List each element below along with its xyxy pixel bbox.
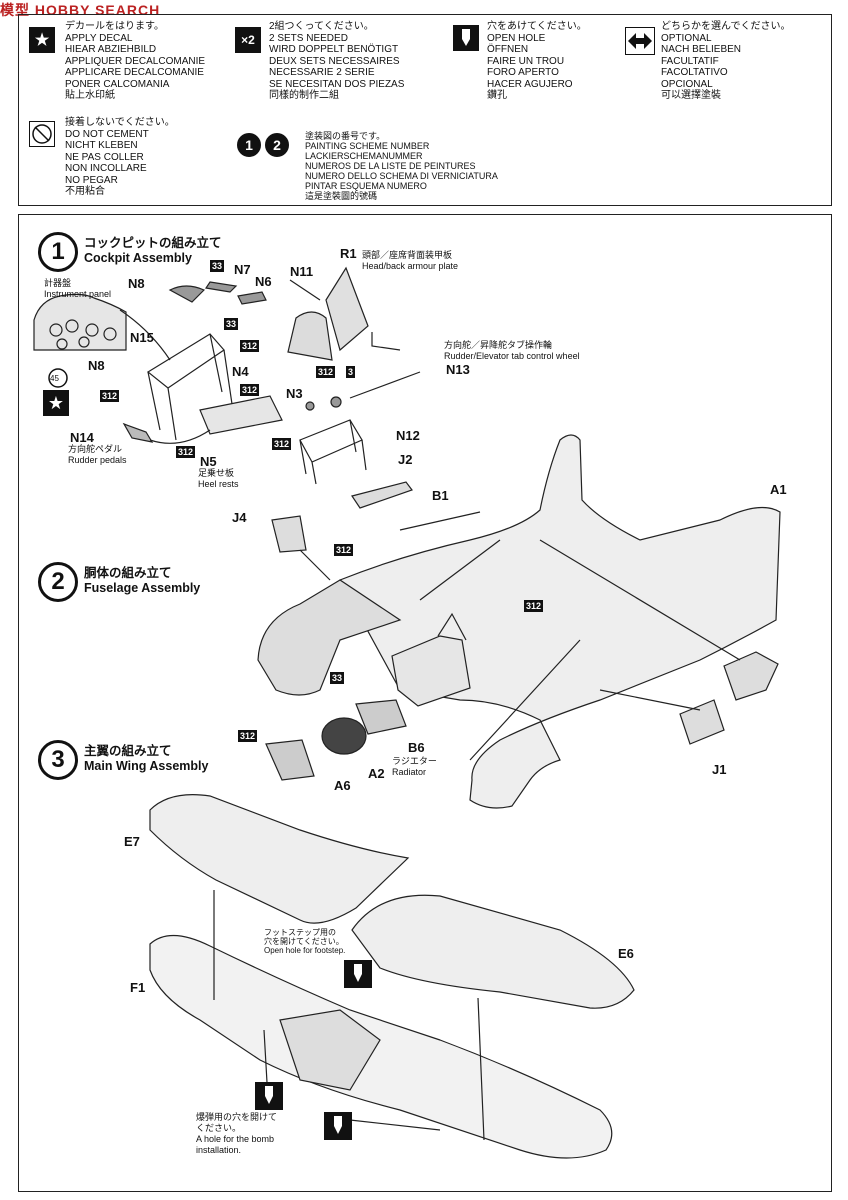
- paint-tag-312: 312: [272, 438, 292, 450]
- note-footstep: フットステップ用の 穴を開けてください。 Open hole for foots…: [264, 928, 346, 955]
- part-label-b6: B6: [408, 740, 425, 755]
- part-label-e7: E7: [124, 834, 140, 849]
- part-label-f1: F1: [130, 980, 146, 995]
- paint-tag-3: 3: [346, 366, 356, 378]
- legend-nocement-text: 接着しないでください。 DO NOT CEMENT NICHT KLEBEN N…: [65, 117, 175, 197]
- note-radiator: ラジエター Radiator: [392, 756, 437, 777]
- paint-tag-33: 33: [224, 318, 239, 330]
- assembly-panel: [18, 214, 832, 1192]
- part-label-e6: E6: [618, 946, 634, 961]
- part-label-n5: N5: [200, 454, 217, 469]
- legend-hole-text: 穴をあけてください。 OPEN HOLE ÖFFNEN FAIRE UN TRO…: [487, 21, 587, 101]
- paint-tag-33: 33: [330, 672, 345, 684]
- part-label-n14: N14: [70, 430, 94, 445]
- drill-hole-icon: [453, 25, 479, 51]
- note-rudder-pedals: 方向舵ペダル Rudder pedals: [68, 444, 127, 465]
- note-armour-plate: 頭部／座席背面装甲板 Head/back armour plate: [362, 250, 459, 271]
- note-bomb-hole: 爆弾用の穴を開けて ください。 A hole for the bomb inst…: [196, 1112, 278, 1155]
- part-label-a1: A1: [770, 482, 787, 497]
- paint-tag-312: 312: [238, 730, 258, 742]
- part-label-n8-panel: N8: [88, 358, 105, 373]
- no-cement-icon: [29, 121, 55, 147]
- paint-tag-312: 312: [176, 446, 196, 458]
- paint-tag-312: 312: [100, 390, 120, 402]
- legend-optional-text: どちらかを選んでください。 OPTIONAL NACH BELIEBEN FAC…: [661, 21, 791, 101]
- legend-scheme-text: 塗装図の番号です。 PAINTING SCHEME NUMBER LACKIER…: [305, 131, 498, 201]
- part-label-n3: N3: [286, 386, 303, 401]
- part-label-a6: A6: [334, 778, 351, 793]
- part-label-j2: J2: [398, 452, 413, 467]
- part-label-n13: N13: [446, 362, 470, 377]
- legend-decal-text: デカールをはります。 APPLY DECAL HIEAR ABZIEHBILD …: [65, 21, 206, 101]
- legend-box: ★ デカールをはります。 APPLY DECAL HIEAR ABZIEHBIL…: [18, 14, 832, 206]
- note-instrument-panel: 計器盤 Instrument panel: [44, 278, 112, 299]
- note-heel-rests: 足乗せ板 Heel rests: [198, 468, 239, 489]
- part-label-n8: N8: [128, 276, 145, 291]
- note-rudder-wheel: 方向舵／昇降舵タブ操作輪 Rudder/Elevator tab control…: [444, 340, 580, 361]
- part-label-n6: N6: [255, 274, 272, 289]
- part-label-n4: N4: [232, 364, 249, 379]
- step-1-number: 1: [38, 232, 78, 272]
- step-2-title: 胴体の組み立て Fuselage Assembly: [84, 566, 201, 595]
- paint-tag-312: 312: [334, 544, 354, 556]
- svg-text:★: ★: [48, 393, 64, 414]
- part-label-a2: A2: [368, 766, 385, 781]
- two-sets-icon: ×2: [235, 27, 261, 53]
- optional-arrows-icon: [625, 27, 655, 55]
- part-label-n7: N7: [234, 262, 251, 277]
- part-label-n15: N15: [130, 330, 154, 345]
- step-3-number: 3: [38, 740, 78, 780]
- paint-tag-312: 312: [524, 600, 544, 612]
- part-label-j4: J4: [232, 510, 247, 525]
- legend-sets-text: 2組つくってください。 2 SETS NEEDED WIRD DOPPELT B…: [269, 21, 405, 101]
- scheme-number-icon: 1 2: [237, 133, 293, 159]
- decal-45-label: 45: [50, 374, 59, 383]
- paint-tag-312: 312: [240, 384, 260, 396]
- step-2-number: 2: [38, 562, 78, 602]
- part-label-r1: R1: [340, 246, 357, 261]
- paint-tag-312: 312: [316, 366, 336, 378]
- part-label-b1: B1: [432, 488, 449, 503]
- step-3-title: 主翼の組み立て Main Wing Assembly: [84, 744, 209, 773]
- step-1-title: コックピットの組み立て Cockpit Assembly: [84, 236, 222, 265]
- star-decal-icon: ★: [29, 27, 55, 53]
- part-label-n11: N11: [290, 264, 314, 279]
- paint-tag-312: 312: [240, 340, 260, 352]
- part-label-j1: J1: [712, 762, 727, 777]
- part-label-n12: N12: [396, 428, 420, 443]
- paint-tag-33: 33: [210, 260, 225, 272]
